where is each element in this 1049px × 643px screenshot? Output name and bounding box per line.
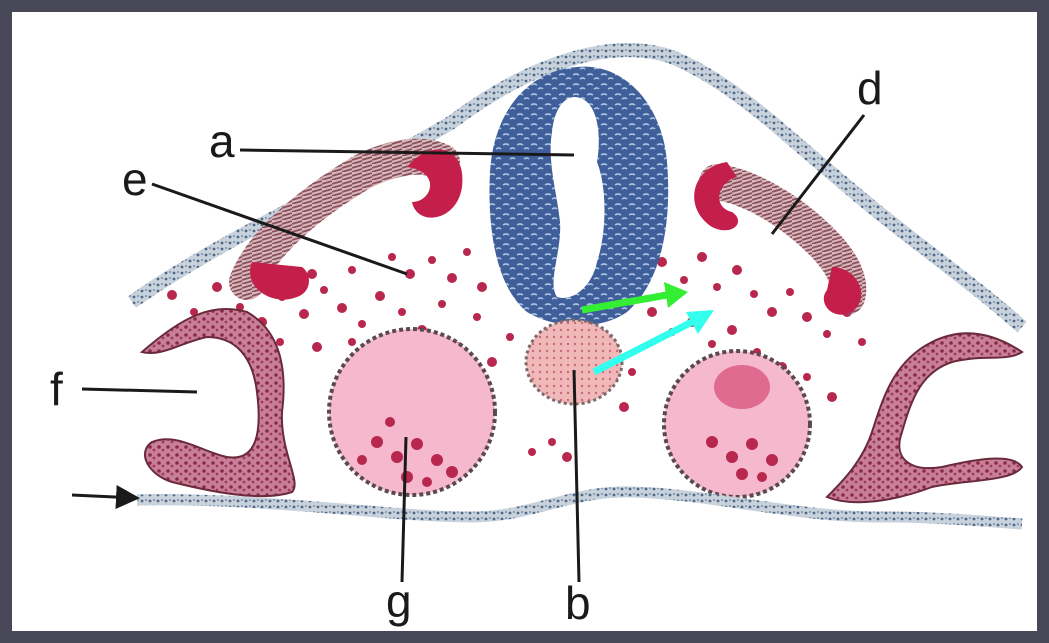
neural-tube: [489, 67, 668, 326]
label-d: d: [857, 62, 883, 114]
label-e: e: [122, 153, 148, 205]
left-dorsal-aorta: [329, 329, 495, 495]
label-a: a: [209, 115, 235, 167]
label-b: b: [565, 577, 591, 629]
label-f: f: [50, 363, 63, 415]
label-g: g: [386, 575, 412, 627]
right-dorsal-aorta: [664, 351, 810, 497]
left-lateral-plate: [142, 309, 295, 496]
diagram-frame: a e d f g b: [12, 12, 1037, 631]
embryo-cross-section-diagram: a e d f g b: [12, 12, 1037, 631]
right-lateral-plate: [827, 333, 1022, 502]
left-somite: [247, 150, 462, 300]
